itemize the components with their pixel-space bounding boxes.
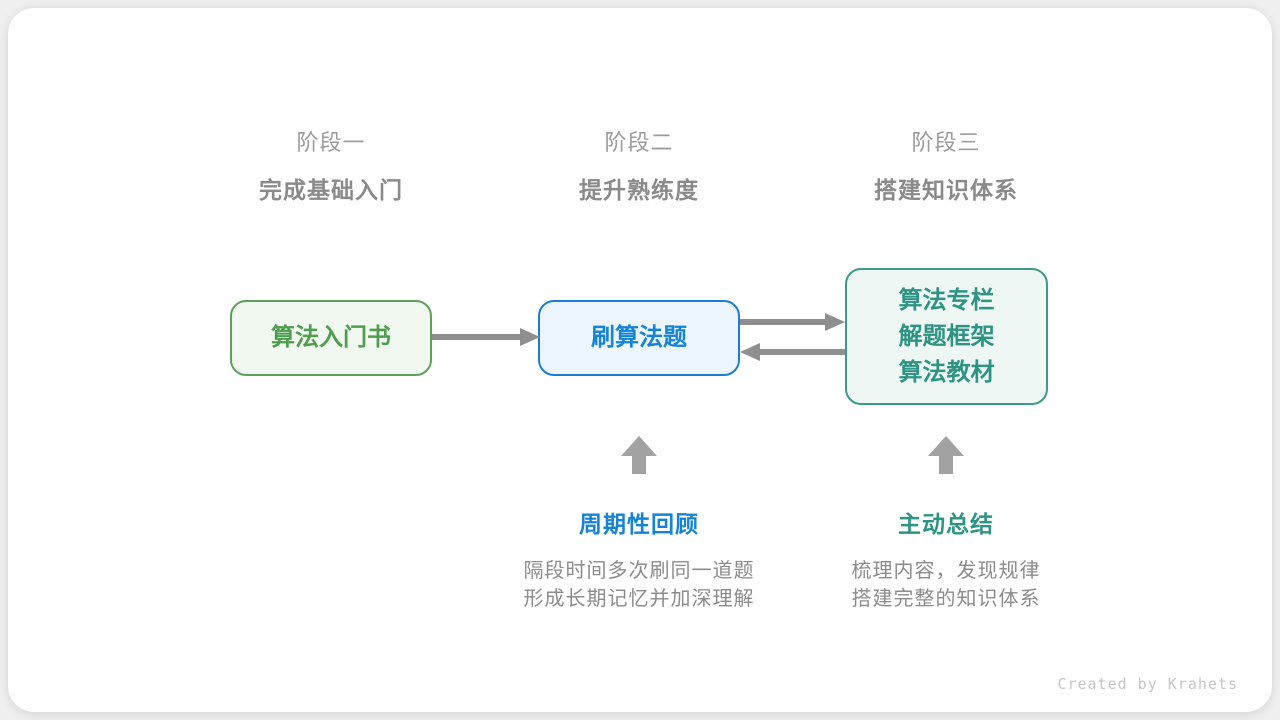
node-practice-problems: 刷算法题 bbox=[538, 300, 740, 376]
annotation-periodic-review: 周期性回顾 隔段时间多次刷同一道题 形成长期记忆并加深理解 bbox=[524, 509, 755, 613]
stage-2-label: 阶段二 bbox=[604, 130, 674, 155]
desc-line: 梳理内容，发现规律 bbox=[851, 560, 1041, 582]
annotation-periodic-review-desc: 隔段时间多次刷同一道题 形成长期记忆并加深理解 bbox=[524, 557, 755, 613]
stage-1-header: 阶段一 完成基础入门 bbox=[259, 128, 403, 205]
node-intro-book: 算法入门书 bbox=[230, 300, 432, 376]
stage-2-subtitle: 提升熟练度 bbox=[579, 177, 699, 203]
stage-1-subtitle: 完成基础入门 bbox=[259, 177, 403, 203]
stage-2-header: 阶段二 提升熟练度 bbox=[579, 128, 699, 205]
desc-line: 形成长期记忆并加深理解 bbox=[523, 588, 755, 610]
stage-3-subtitle: 搭建知识体系 bbox=[874, 177, 1018, 203]
stage-1-label: 阶段一 bbox=[296, 130, 366, 155]
annotation-active-summary-title: 主动总结 bbox=[898, 511, 994, 537]
desc-line: 搭建完整的知识体系 bbox=[851, 588, 1041, 610]
node-resource-line-2: 解题框架 bbox=[898, 322, 995, 350]
desc-line: 隔段时间多次刷同一道题 bbox=[523, 560, 755, 582]
node-practice-problems-label: 刷算法题 bbox=[591, 324, 687, 351]
credit-text: Created by Krahets bbox=[1057, 675, 1238, 693]
stage-3-label: 阶段三 bbox=[911, 130, 981, 155]
stage-3-header: 阶段三 搭建知识体系 bbox=[874, 128, 1018, 205]
node-intro-book-label: 算法入门书 bbox=[271, 324, 391, 351]
node-resource-line-1: 算法专栏 bbox=[898, 286, 995, 314]
node-knowledge-resources: 算法专栏 解题框架 算法教材 bbox=[845, 268, 1048, 405]
annotation-active-summary-desc: 梳理内容，发现规律 搭建完整的知识体系 bbox=[852, 557, 1041, 613]
annotation-periodic-review-title: 周期性回顾 bbox=[579, 511, 699, 537]
node-resource-line-3: 算法教材 bbox=[898, 358, 995, 386]
annotation-active-summary: 主动总结 梳理内容，发现规律 搭建完整的知识体系 bbox=[852, 509, 1041, 613]
